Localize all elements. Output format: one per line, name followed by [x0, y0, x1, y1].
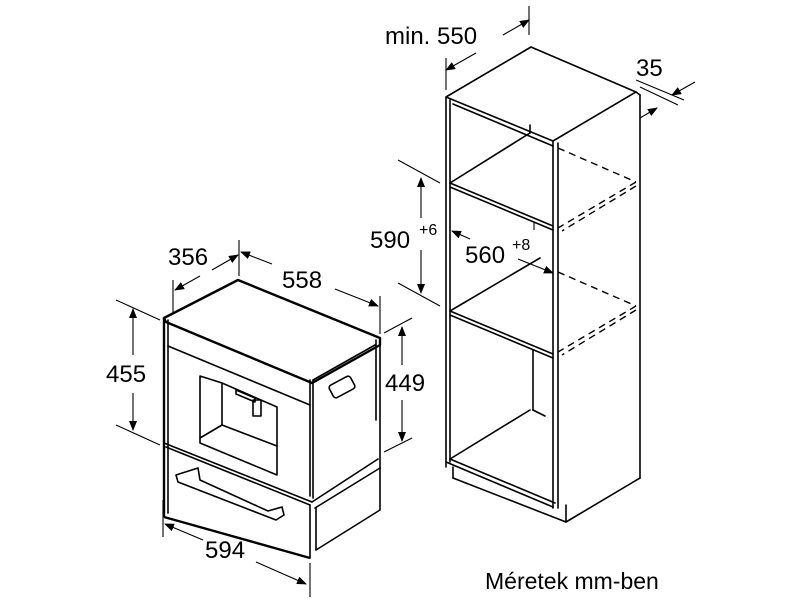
dim-594	[162, 500, 311, 597]
label-560-tolerance: +8	[512, 237, 530, 254]
dim-560	[451, 223, 554, 274]
label-449: 449	[385, 370, 425, 397]
units-note: Méretek mm-ben	[485, 568, 659, 594]
tall-cabinet	[445, 46, 641, 523]
dim-558	[240, 251, 381, 334]
label-min-550: min. 550	[385, 23, 477, 50]
dim-356	[172, 240, 240, 314]
dim-min-550	[445, 6, 530, 90]
label-594: 594	[205, 537, 245, 564]
dim-35	[635, 79, 696, 119]
dim-590	[397, 159, 441, 307]
label-356: 356	[168, 244, 208, 271]
coffee-machine	[162, 278, 382, 560]
label-558: 558	[282, 267, 322, 294]
label-590-tolerance: +6	[419, 222, 437, 239]
dashed-shelf-outlines	[557, 147, 637, 356]
label-455: 455	[106, 361, 146, 388]
label-35: 35	[636, 55, 663, 82]
label-590: 590	[370, 227, 410, 254]
label-560: 560	[465, 242, 505, 269]
dim-449	[383, 317, 413, 453]
dim-455	[115, 299, 161, 446]
